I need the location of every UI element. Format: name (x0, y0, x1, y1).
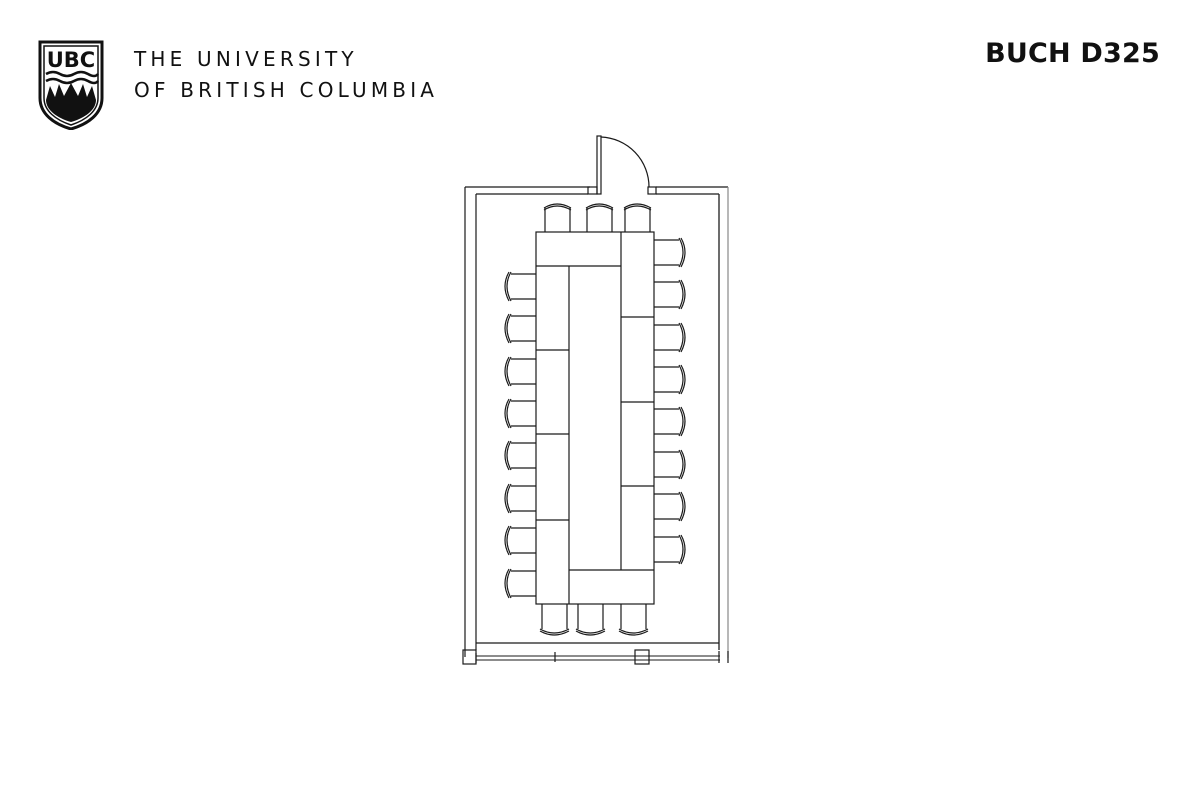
logo-text: UBC (47, 48, 95, 72)
door (596, 135, 650, 195)
university-wordmark: THE UNIVERSITY OF BRITISH COLUMBIA (134, 44, 438, 106)
wordmark-line-1: THE UNIVERSITY (134, 47, 358, 71)
room-code-title: BUCH D325 (985, 38, 1160, 69)
chairs-bottom (539, 604, 649, 636)
ubc-crest-logo: UBC (38, 40, 104, 130)
chairs-left (504, 271, 536, 599)
wordmark-line-2: OF BRITISH COLUMBIA (134, 78, 439, 102)
tables (535, 231, 655, 605)
chairs-top (543, 203, 652, 232)
room-walls (462, 186, 729, 665)
chairs-right (654, 237, 686, 565)
